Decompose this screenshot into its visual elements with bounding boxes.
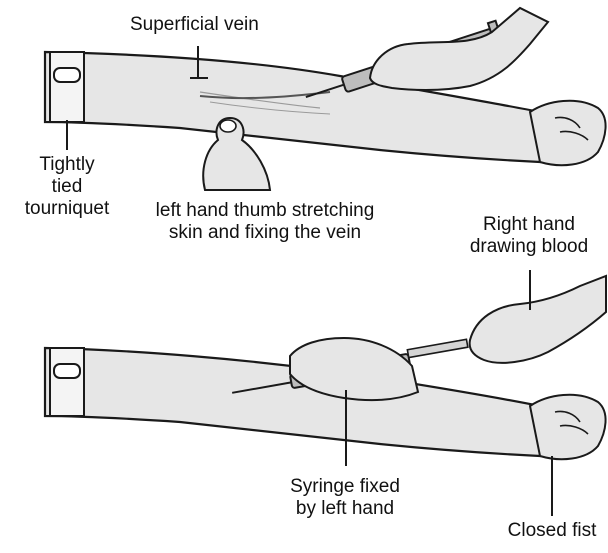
- bottom-tourniquet-band: [50, 348, 84, 416]
- label-syringe-fixed: Syringe fixed by left hand: [270, 476, 420, 520]
- label-left-hand-thumb: left hand thumb stretching skin and fixi…: [130, 200, 400, 244]
- bottom-right-hand: [470, 276, 606, 363]
- label-right-hand: Right hand drawing blood: [455, 214, 603, 258]
- label-tourniquet: Tightly tied tourniquet: [12, 154, 122, 220]
- label-superficial-vein: Superficial vein: [130, 14, 259, 36]
- top-right-hand: [370, 8, 548, 90]
- tourniquet-band: [50, 52, 84, 122]
- label-closed-fist: Closed fist: [498, 520, 606, 542]
- bottom-fist: [530, 395, 606, 459]
- tourniquet-knot: [54, 68, 80, 82]
- top-fist: [530, 101, 606, 165]
